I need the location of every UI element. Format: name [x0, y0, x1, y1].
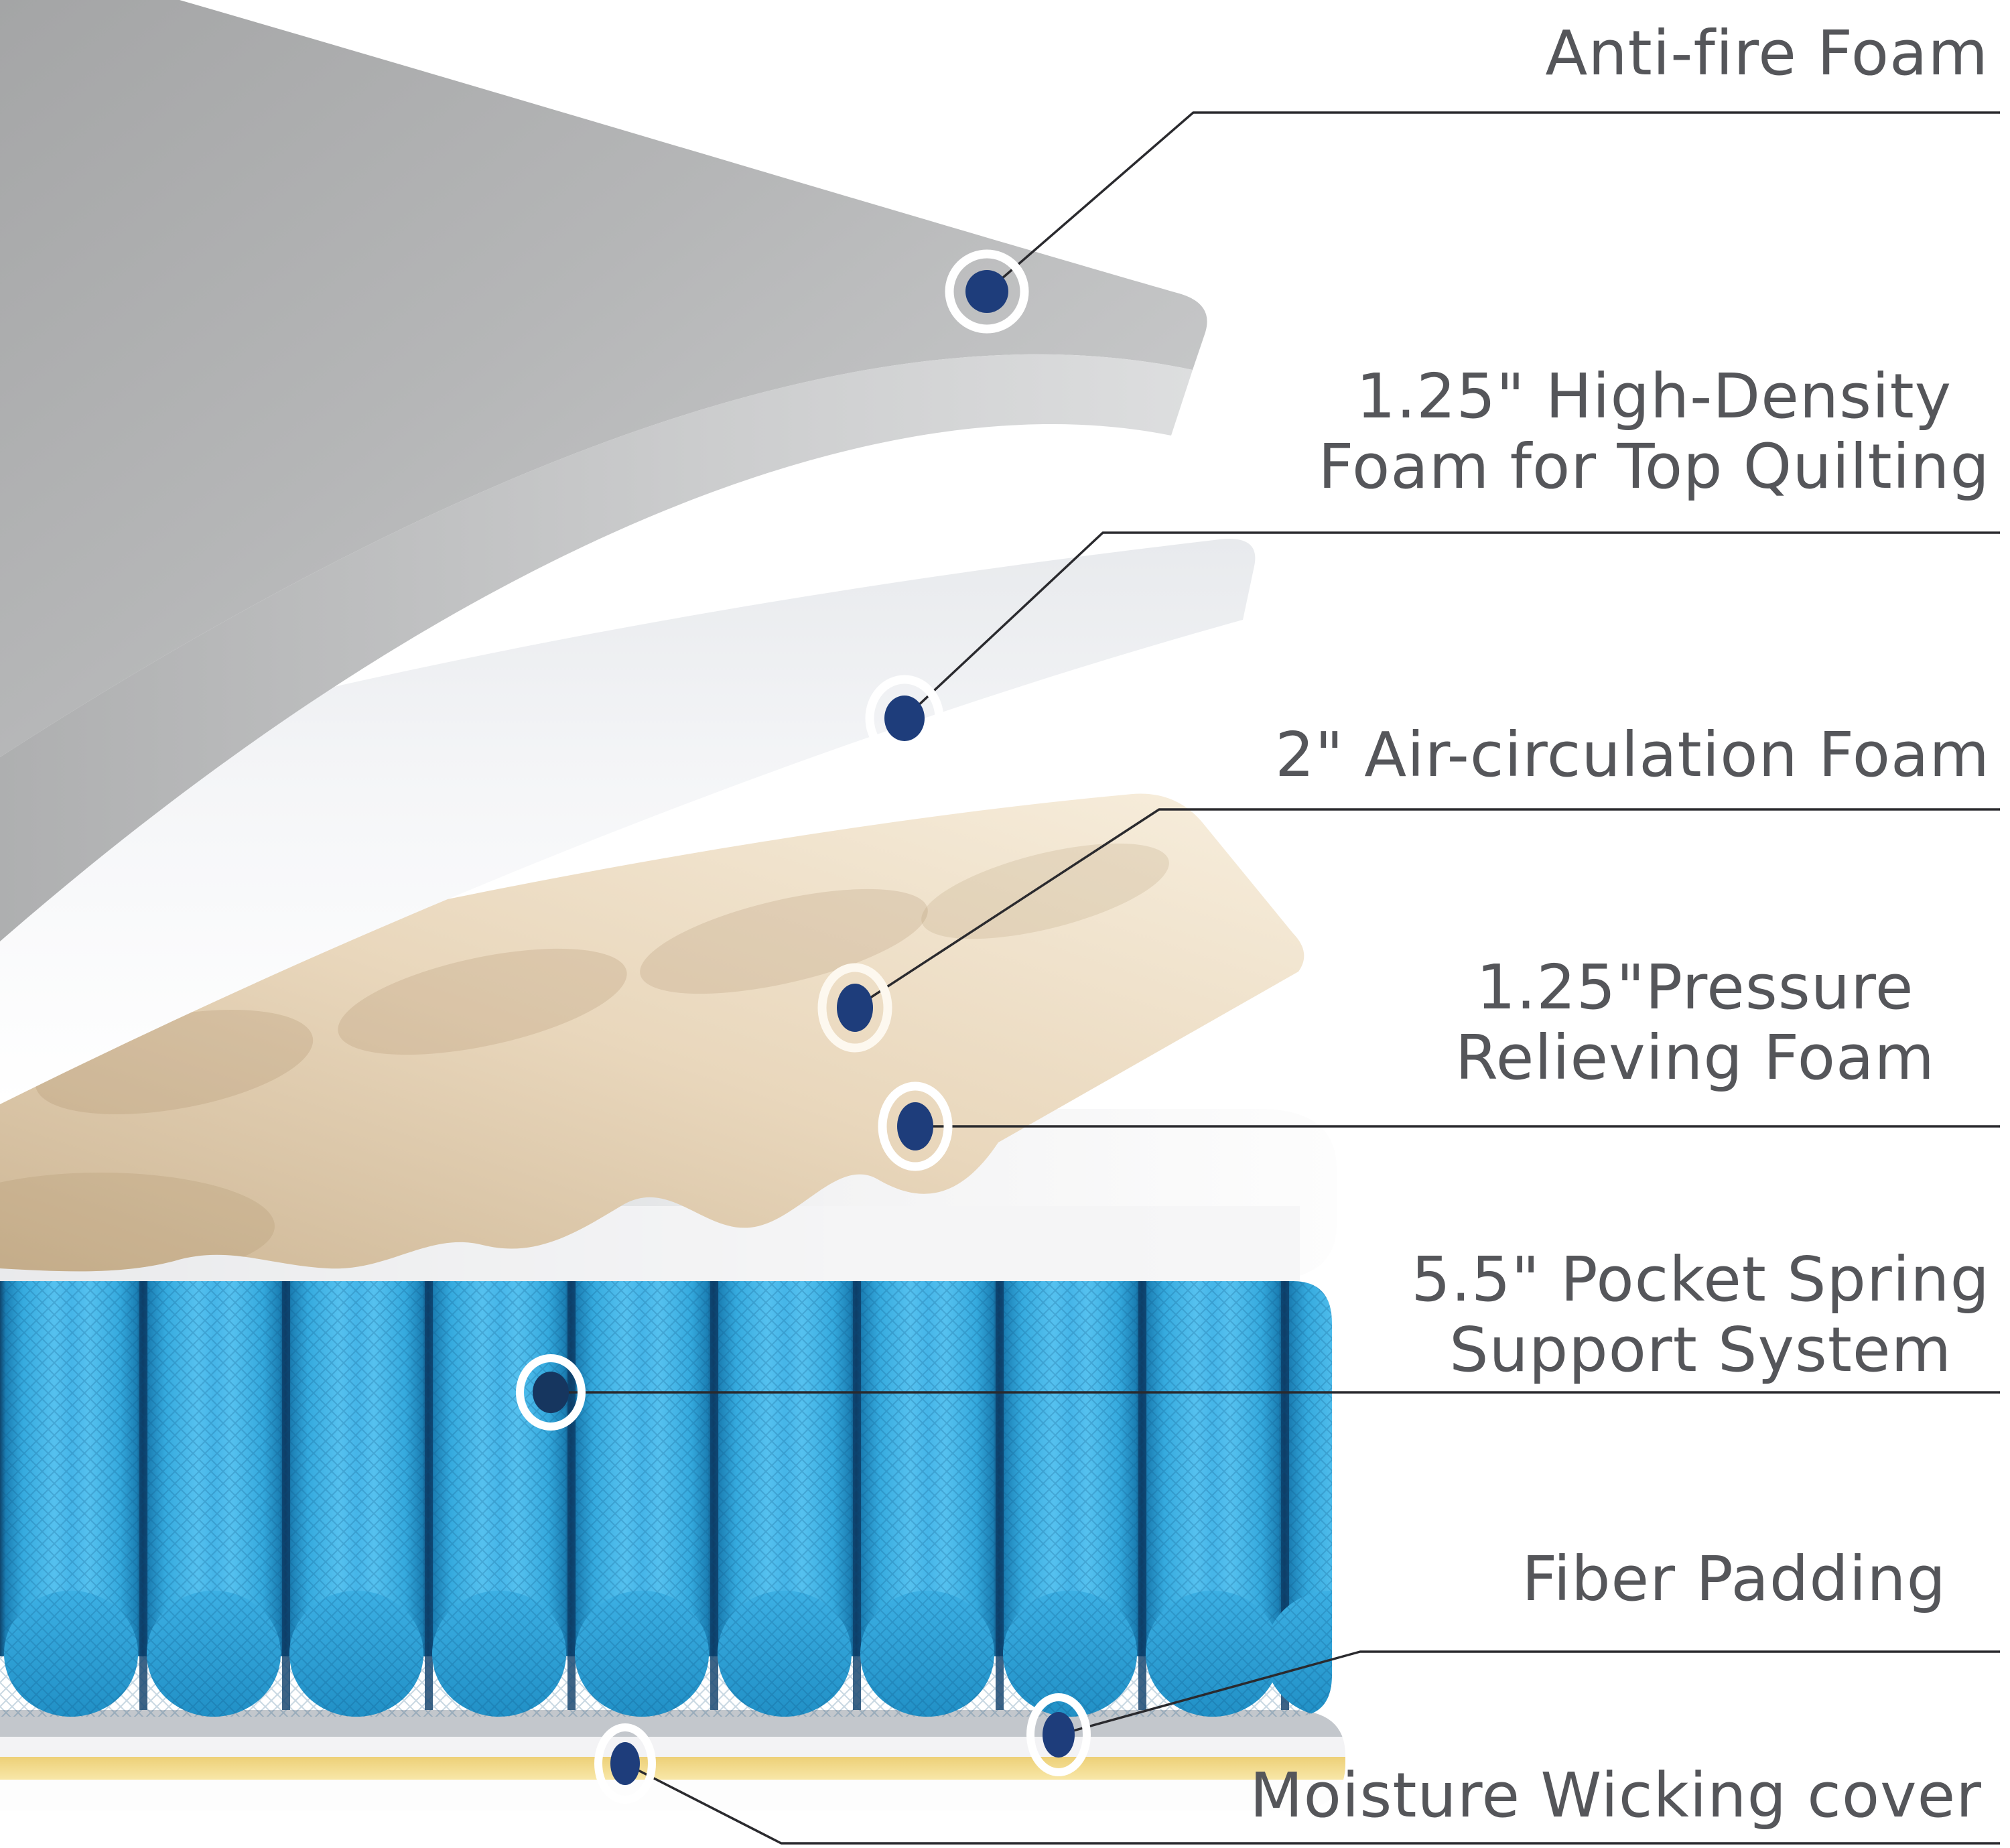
marker-anti-fire [945, 249, 1029, 334]
pocket-spring-unit [0, 1281, 1332, 1717]
label-fiber-padding: Fiber Padding [1522, 1543, 1946, 1615]
mattress-base [0, 1710, 1345, 1810]
leader-air-circulation [854, 808, 2000, 1009]
label-air-circulation-foam: 2" Air-circulation Foam [1275, 719, 1990, 791]
marker-air-circulation [817, 963, 892, 1053]
marker-pressure [878, 1081, 953, 1171]
label-pressure-relieving-foam: 1.25"Pressure Relieving Foam [1455, 951, 1935, 1094]
marker-fiber-padding [1026, 1693, 1091, 1776]
label-pocket-spring-system: 5.5" Pocket Spring Support System [1411, 1244, 1990, 1386]
layer-anti-fire-foam [0, 0, 1207, 941]
layer-markers [516, 249, 1091, 1804]
leader-high-density [903, 531, 2000, 720]
marker-moisture [594, 1723, 656, 1804]
fiber-padding-strip [0, 1737, 1345, 1757]
label-moisture-wicking-cover: Moisture Wicking cover [1250, 1760, 1982, 1831]
egg-crate-wave-shading [0, 843, 1169, 1272]
layer-air-circulation-foam [0, 793, 1304, 1272]
leader-fiber-padding [1058, 1650, 2000, 1736]
layer-high-density-foam [0, 539, 1256, 1104]
marker-pocket-spring [516, 1354, 586, 1431]
label-anti-fire-foam: Anti-fire Foam [1545, 17, 1989, 89]
leader-lines [551, 111, 2000, 1845]
marker-high-density [865, 675, 944, 762]
leader-anti-fire [986, 111, 2000, 293]
moisture-wicking-strip [0, 1757, 1345, 1780]
spring-mesh-texture [0, 1281, 1332, 1717]
leader-moisture [624, 1762, 2000, 1845]
label-high-density-foam: 1.25" High-Density Foam for Top Quilting [1318, 360, 1990, 503]
